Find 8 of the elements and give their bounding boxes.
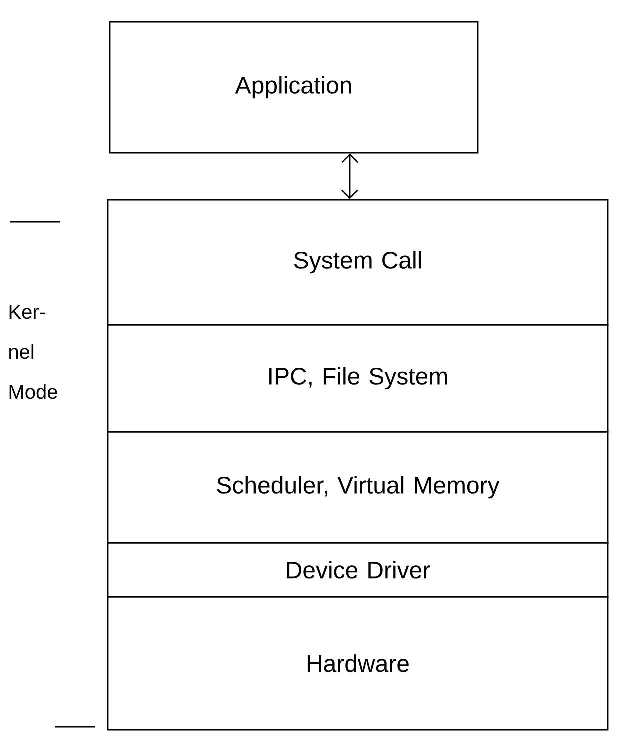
arrow bbox=[342, 154, 358, 200]
layer-band: Scheduler, Virtual Memory bbox=[107, 431, 609, 544]
layer-band: System Call bbox=[107, 199, 609, 326]
layer-band: Device Driver bbox=[107, 542, 609, 598]
application-box: Application bbox=[109, 21, 479, 154]
side-label: Ker-nel Mode bbox=[10, 305, 58, 400]
layer-band: IPC, File System bbox=[107, 324, 609, 433]
layer-band: Hardware bbox=[107, 596, 609, 731]
